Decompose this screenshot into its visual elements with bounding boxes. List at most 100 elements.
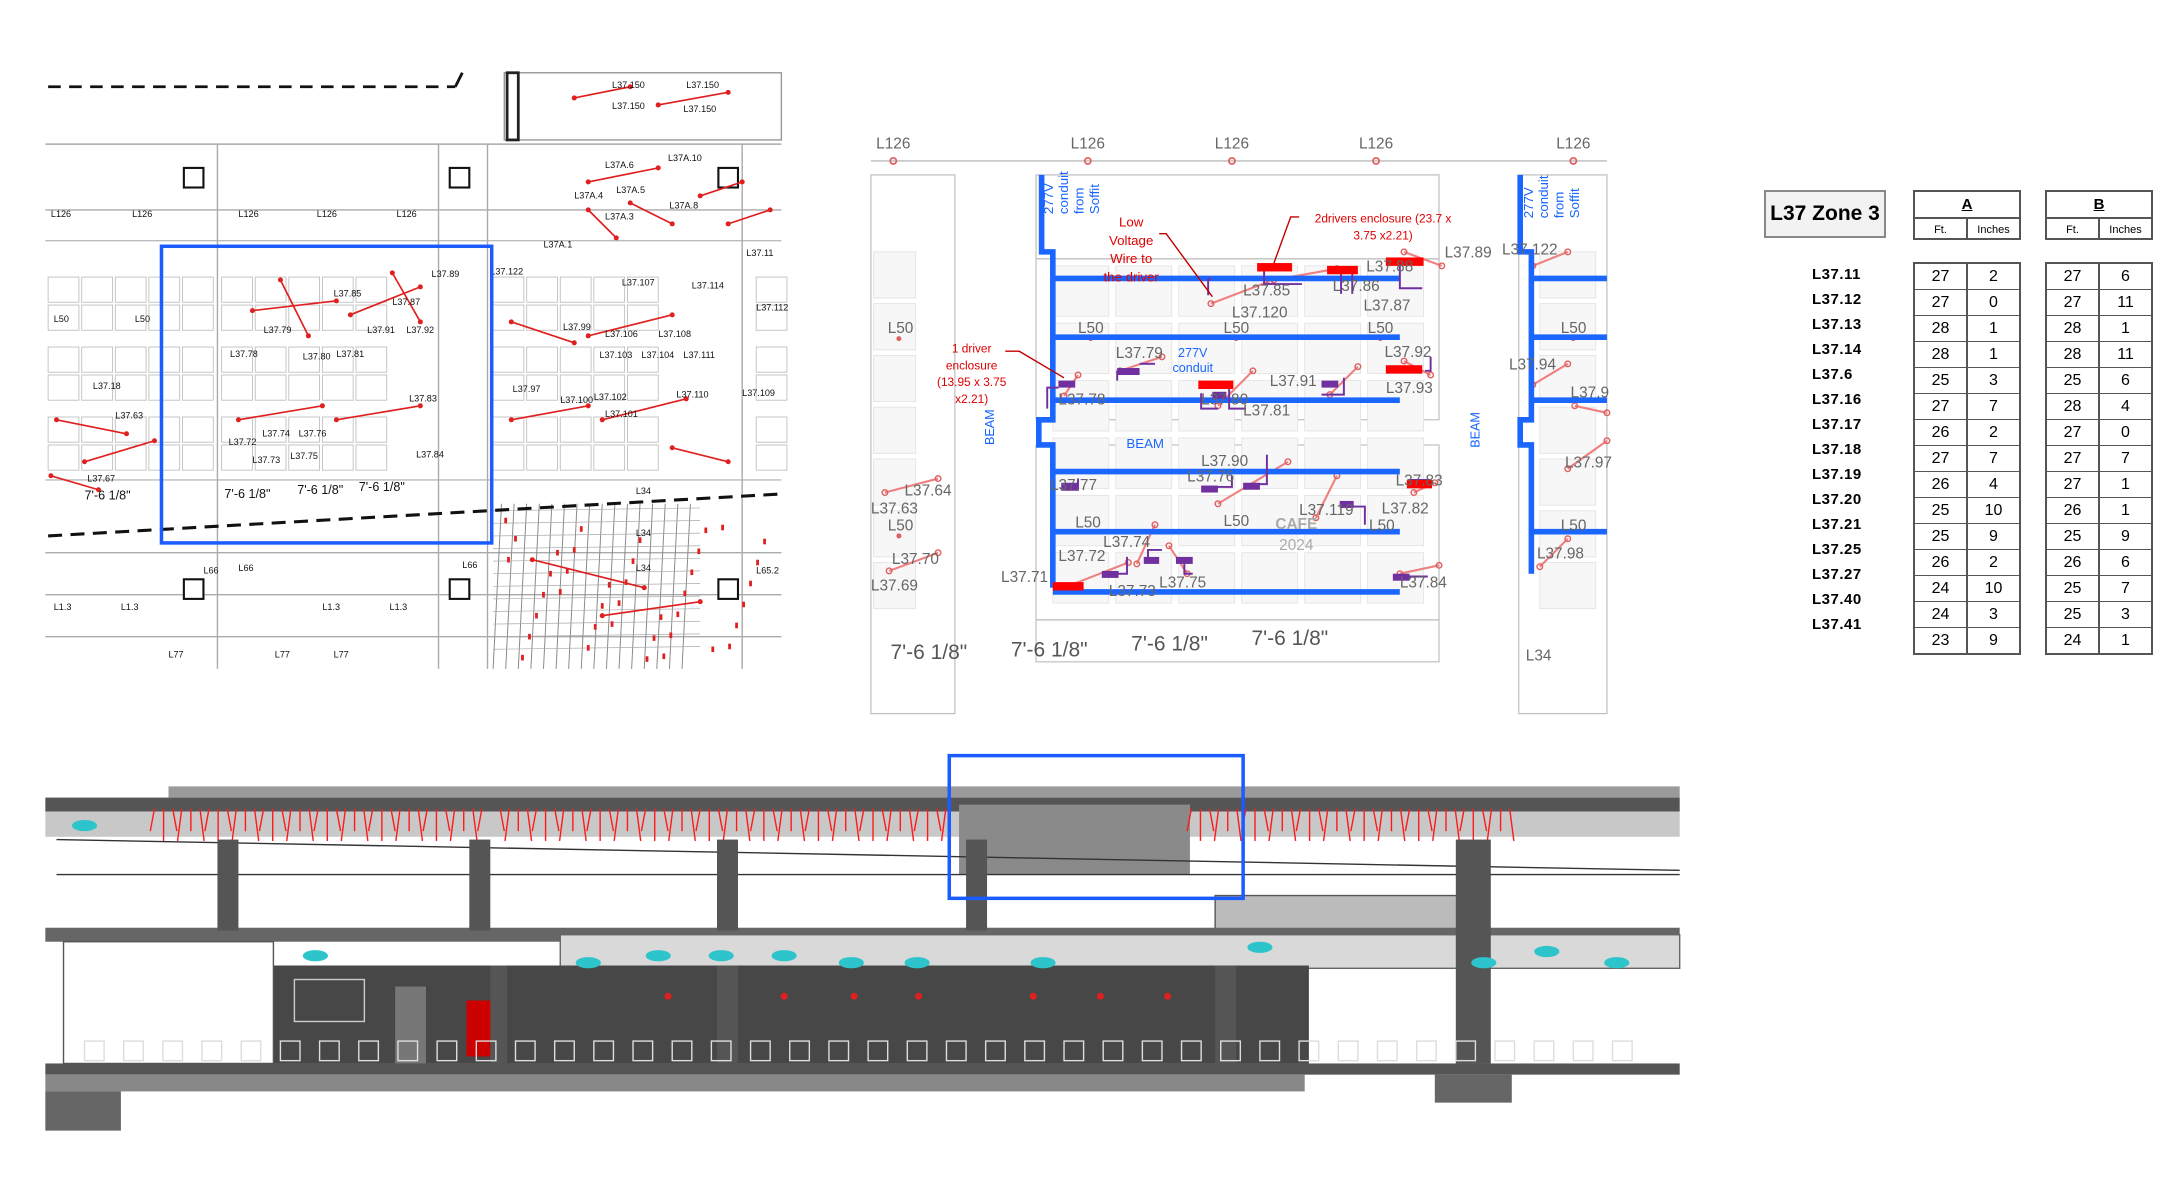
plan-label: L37.72	[229, 437, 257, 447]
bulkhead	[959, 804, 1190, 875]
light-pendant	[831, 808, 838, 842]
ceiling-tile	[1241, 380, 1299, 432]
plan-label: L37.102	[594, 392, 627, 402]
light-pendant	[854, 808, 860, 842]
furniture	[162, 1040, 184, 1062]
single-driver	[1321, 380, 1339, 388]
inches-header: Inches	[1977, 224, 2010, 236]
seating-row	[580, 503, 591, 669]
plan-label: L37.150	[612, 80, 645, 90]
grid-dot	[889, 157, 898, 165]
feet-cell: 24	[2047, 628, 2100, 653]
ceiling-tile	[1052, 265, 1110, 317]
fixture-mark	[742, 601, 745, 608]
feet-cell: 27	[1915, 264, 1968, 289]
ceiling-tile	[81, 304, 113, 331]
feet-cell: 25	[2047, 576, 2100, 601]
furniture	[1415, 1040, 1437, 1062]
plan-label: L37.97	[513, 384, 541, 394]
light-pendant	[1372, 808, 1379, 832]
single-driver	[1243, 482, 1260, 490]
fixture-id: L37.11	[1812, 266, 1861, 283]
ceiling-tile	[254, 304, 287, 331]
one-driver-note: 1 driver	[952, 342, 992, 356]
seating-row	[493, 520, 701, 524]
plan-label: L37.81	[336, 349, 364, 359]
structural-column	[966, 839, 988, 931]
plan-label: L37.122	[490, 266, 523, 276]
fixture-node	[1400, 248, 1408, 256]
light-pendant	[663, 808, 669, 832]
red-light	[1164, 992, 1172, 1000]
conduit-note: 277V	[1041, 183, 1056, 214]
fixture-dot	[417, 403, 423, 409]
fixture-label: L37.63	[871, 501, 918, 518]
furniture	[358, 1040, 380, 1062]
plan-label: L37.107	[622, 277, 655, 287]
inches-cell: 6	[2121, 554, 2130, 571]
dimension-label: 7'-6 1/8"	[1252, 627, 1329, 650]
fixture-mark	[535, 612, 538, 619]
grid-label: L126	[1556, 135, 1590, 152]
ceiling-tile	[182, 304, 214, 331]
cyan-fixture	[708, 950, 734, 962]
roof-slab	[168, 786, 1680, 798]
ceiling-tile	[288, 374, 321, 401]
fixture-id: L37.6	[1812, 366, 1853, 383]
fixture-id: L37.19	[1812, 466, 1862, 483]
door	[466, 1000, 495, 1057]
feet-cell: 25	[1915, 524, 1968, 549]
furniture	[945, 1040, 967, 1062]
red-light	[850, 992, 858, 1000]
seating-row	[593, 503, 603, 669]
ceiling-tile	[182, 416, 214, 443]
ceiling-tile	[526, 374, 558, 401]
plan-label: L126	[132, 209, 152, 219]
fixture-label: L37.86	[1333, 278, 1380, 295]
fixture-node	[1249, 367, 1257, 375]
fixture-label: L50	[1368, 320, 1394, 337]
inches-cell: 9	[2121, 528, 2130, 545]
light-pendant	[668, 808, 674, 842]
light-pendant	[1236, 808, 1242, 842]
furniture	[828, 1040, 850, 1062]
light-pendant	[417, 808, 424, 842]
furniture	[867, 1040, 889, 1062]
plan-label: L37.84	[416, 450, 444, 460]
ceiling-tile	[1367, 380, 1425, 432]
fixture-label: L50	[888, 320, 914, 337]
feet-cell: 28	[2047, 394, 2100, 419]
grid-label: L126	[876, 135, 910, 152]
fixture-dot	[417, 319, 423, 325]
fixture-link	[279, 279, 310, 337]
ceiling-tile	[148, 304, 181, 331]
light-pendant	[1322, 808, 1329, 842]
one-driver-note: enclosure	[946, 358, 998, 372]
ceiling-tile	[114, 444, 147, 471]
fixture-dot	[669, 445, 675, 451]
furniture	[397, 1040, 419, 1062]
light-pendant	[308, 808, 314, 842]
single-driver	[1392, 573, 1410, 581]
plan-label: L37.76	[299, 429, 327, 439]
ceiling-tile	[492, 304, 525, 331]
inches-cell: 2	[1989, 268, 1998, 285]
fixture-mark	[638, 537, 642, 543]
structural-column	[1215, 965, 1237, 1064]
fixture-label: L37.94	[1509, 356, 1556, 373]
feet-cell: 27	[1915, 446, 1968, 471]
driver-enclosure	[1385, 257, 1424, 266]
ceiling-tile	[254, 416, 287, 443]
fixture-dot	[613, 235, 619, 241]
inches-cell: 0	[2121, 424, 2130, 441]
fixture-dot	[641, 585, 647, 591]
fixture-label: L37.89	[1445, 244, 1492, 261]
ceiling-tile	[1304, 322, 1362, 375]
fixture-label: L37.75	[1159, 575, 1206, 592]
furniture	[553, 1040, 575, 1062]
plan-label: L77	[168, 650, 183, 660]
